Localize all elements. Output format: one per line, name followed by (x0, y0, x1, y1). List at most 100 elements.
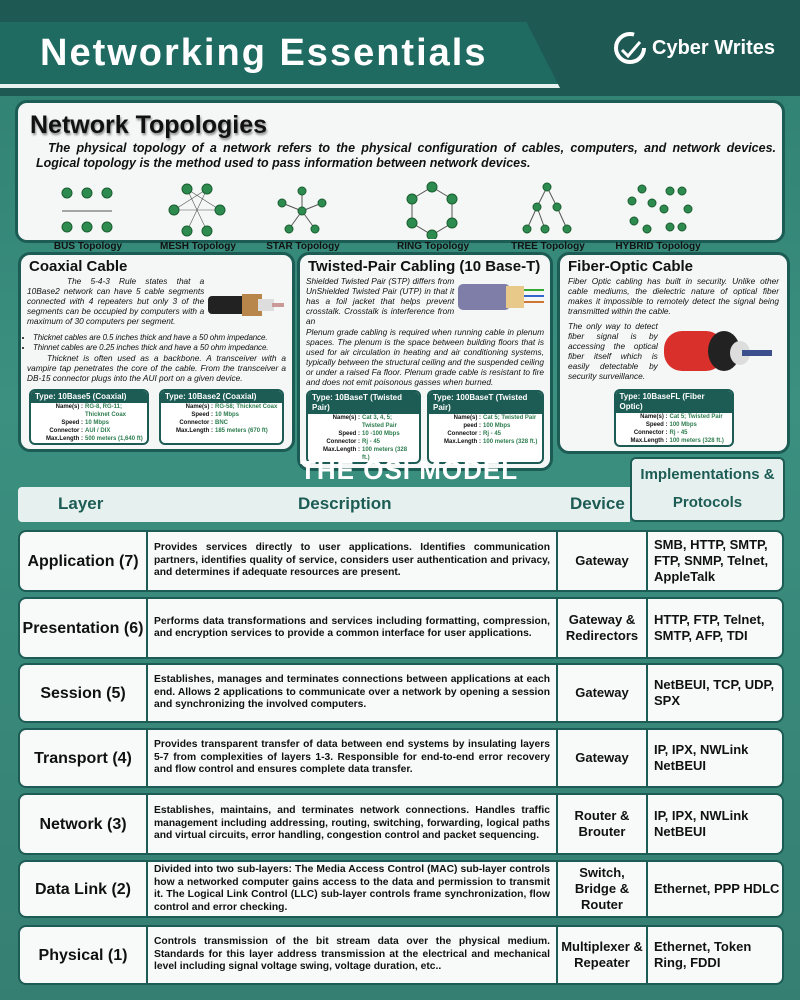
osi-description-cell: Divided into two sub-layers: The Media A… (148, 862, 558, 916)
network-topologies-card: Network Topologies The physical topology… (15, 100, 785, 252)
spec-value: Cat 5; Twisted Pair (669, 414, 723, 420)
osi-description: Divided into two sub-layers: The Media A… (154, 864, 550, 913)
spec-label: Max.Length : (46, 436, 83, 442)
spec-row: Name(s) :RG-58; Thicknet Coax (161, 403, 282, 411)
topology-item: MESH Topology (143, 181, 253, 252)
spec-label: Speed : (61, 420, 83, 426)
topology-diagram-icon (277, 186, 327, 234)
spec-value: 100 meters (328 ft.) (669, 438, 724, 444)
osi-description: Establishes, manages and terminates conn… (154, 674, 550, 711)
header-layer: Layer (58, 494, 104, 513)
osi-device: Gateway (575, 685, 629, 700)
spec-label: Max.Length : (323, 447, 360, 453)
osi-layer-cell: Physical (1) (20, 927, 148, 983)
coax-text: Thicknet is often used as a backbone. A … (27, 353, 286, 383)
osi-row-physical: Physical (1) Controls transmission of the… (18, 925, 784, 985)
topology-label: TREE Topology (511, 241, 585, 252)
spec-label: Connector : (49, 428, 83, 434)
osi-protocols-cell: SMB, HTTP, SMTP, FTP, SNMP, Telnet, Appl… (648, 532, 782, 590)
topology-diagram-icon (522, 182, 572, 234)
spec-value: Cat 5; Twisted Pair (483, 415, 537, 421)
osi-protocols-cell: IP, IPX, NWLink NetBEUI (648, 730, 782, 786)
spec-label: Name(s) : (453, 415, 482, 421)
osi-protocols: SMB, HTTP, SMTP, FTP, SNMP, Telnet, Appl… (654, 537, 769, 584)
spec-row: Connector :Rj - 45 (308, 438, 419, 446)
osi-description-cell: Provides transparent transfer of data be… (148, 730, 558, 786)
osi-layer-cell: Transport (4) (20, 730, 148, 786)
topology-item: RING Topology (378, 181, 488, 252)
spec-value: AUI / DIX (85, 428, 111, 434)
spec-value: Cat 3, 4, 5; Twisted Pair (362, 415, 397, 429)
section-text: The physical topology of a network refer… (36, 141, 776, 170)
spec-value: RG-8, RG-11; Thicknet Coax (85, 404, 127, 418)
osi-header-row: Layer Description Device (18, 487, 630, 522)
topology-diagram-icon (627, 184, 693, 234)
osi-layer-cell: Presentation (6) (20, 599, 148, 657)
fiber-text: Fiber Optic cabling has built in securit… (568, 276, 779, 316)
osi-row-session: Session (5)Establishes, manages and term… (18, 663, 784, 723)
osi-protocols-cell: Ethernet, PPP HDLC (648, 862, 782, 916)
osi-device-cell: Multiplexer & Repeater (558, 927, 648, 983)
osi-layer: Transport (4) (34, 749, 132, 767)
coax-text: The 5-4-3 Rule states that a 10Base2 net… (27, 276, 205, 326)
osi-protocols-cell: Ethernet, Token Ring, FDDI (648, 927, 782, 983)
topology-item: STAR Topology (248, 181, 358, 252)
osi-model-title: THE OSI MODEL (300, 455, 519, 485)
osi-layer: Network (3) (39, 815, 127, 833)
coax-bullet: Thicknet cables are 0.5 inches thick and… (33, 333, 288, 343)
spec-type: Type: 10BaseFL (Fiber Optic) (615, 391, 732, 413)
osi-row-presentation: Presentation (6)Performs data transforma… (18, 597, 784, 659)
section-title: Network Topologies (30, 111, 268, 139)
osi-protocols-cell: NetBEUI, TCP, UDP, SPX (648, 665, 782, 721)
osi-device: Gateway (575, 750, 629, 765)
spec-row: Speed :10 -100 Mbps (308, 430, 419, 438)
logo-text: Cyber Writes (652, 36, 776, 59)
topology-label: STAR Topology (266, 241, 340, 252)
spec-label: Speed : (338, 431, 360, 437)
osi-protocols: Ethernet, PPP HDLC (654, 881, 780, 896)
osi-layer: Presentation (6) (22, 619, 144, 637)
osi-layer-cell: Data Link (2) (20, 862, 148, 916)
osi-device: Gateway (575, 553, 629, 568)
topology-label: HYBRID Topology (615, 241, 701, 252)
osi-layer-cell: Session (5) (20, 665, 148, 721)
spec-label: Name(s) : (332, 415, 360, 421)
topology-label: BUS Topology (53, 241, 123, 252)
header-description: Description (298, 494, 392, 513)
osi-device-cell: Switch, Bridge & Router (558, 862, 648, 916)
spec-label: Max.Length : (630, 438, 668, 444)
osi-protocols-cell: IP, IPX, NWLink NetBEUI (648, 795, 782, 853)
spec-row: Name(s) :Cat 5; Twisted Pair (616, 413, 732, 421)
osi-description: Provides transparent transfer of data be… (154, 739, 550, 776)
topology-diagram-icon (168, 183, 226, 237)
osi-description-cell: Controls transmission of the bit stream … (148, 927, 558, 983)
spec-row: Connector :Rj - 45 (429, 430, 542, 438)
spec-group: Type: 10Base5 (Coaxial)Name(s) :RG-8, RG… (21, 386, 292, 449)
spec-row: Speed :10 Mbps (161, 411, 282, 419)
section-title: Twisted-Pair Cabling (10 Base-T) (308, 258, 541, 275)
spec-value: Rj - 45 (362, 439, 381, 445)
osi-layer: Physical (1) (38, 946, 128, 964)
osi-description-cell: Establishes, manages and terminates conn… (148, 665, 558, 721)
osi-protocols: NetBEUI, TCP, UDP, SPX (654, 677, 775, 708)
spec-label: Connector : (326, 439, 360, 445)
title-banner: Networking Essentials (0, 22, 560, 88)
spec-value: Rj - 45 (483, 431, 502, 437)
spec-row: Name(s) :RG-8, RG-11; Thicknet Coax (31, 403, 147, 419)
osi-device-cell: Gateway (558, 665, 648, 721)
spec-group: Type: 10BaseFL (Fiber Optic)Name(s) :Cat… (560, 386, 787, 451)
spec-type: Type: 10Base2 (Coaxial) (161, 391, 282, 403)
topology-diagram-icon (406, 181, 458, 239)
coax-bullet: Thinnet cables are 0.25 inches thick and… (33, 343, 288, 353)
osi-protocols: IP, IPX, NWLink NetBEUI (654, 808, 749, 839)
osi-layer: Data Link (2) (34, 880, 131, 898)
topology-item: BUS Topology (33, 181, 143, 252)
spec-row: Max.Length :100 meters (328 ft.) (616, 437, 732, 445)
spec-label: Name(s) : (640, 414, 668, 420)
spec-label: peed : (463, 423, 482, 429)
osi-protocols: Ethernet, Token Ring, FDDI (654, 939, 752, 970)
osi-device: Router & Brouter (574, 808, 630, 839)
topology-label: MESH Topology (160, 241, 236, 252)
osi-layer: Application (7) (27, 552, 139, 570)
twisted-text: Shielded Twisted Pair (STP) differs from… (306, 276, 455, 326)
